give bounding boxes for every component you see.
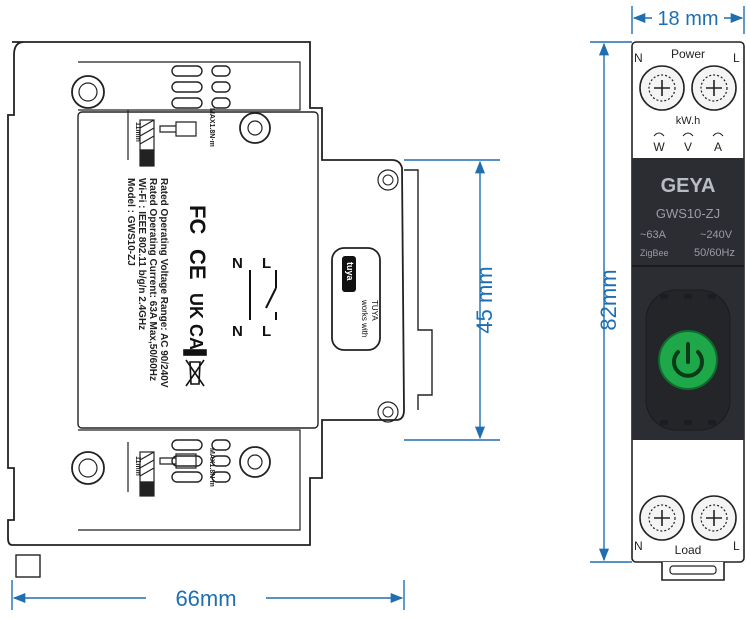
power-label: Power	[671, 47, 705, 61]
torque-bottom: MAX1.8N·m	[208, 448, 215, 487]
front-dots	[660, 294, 716, 425]
cert-ce: CE	[185, 249, 210, 280]
strip-length-bottom: 11mm	[134, 456, 141, 476]
label-wifi: Wi-Fi : IEEE 802.11 b/g/n 2.4GHz	[136, 178, 147, 330]
load-label: Load	[675, 543, 702, 557]
terminal-bottom-l	[691, 495, 737, 541]
kwh-label: kW.h	[676, 115, 700, 127]
label-current: Rated Operating Current: 63A Max,50/60Hz	[147, 178, 158, 381]
width-dimension: 66mm	[175, 586, 236, 611]
wiring-n-top: N	[232, 255, 243, 272]
terminal-l-top-label: L	[733, 51, 740, 65]
power-icon	[672, 342, 704, 378]
indicator-v: V	[684, 140, 692, 154]
front-din-clip	[661, 562, 725, 581]
brand-logo: GEYA	[661, 175, 716, 197]
wire-illustration-top	[127, 110, 197, 167]
side-din-foot	[15, 554, 41, 578]
terminal-bottom-n	[639, 495, 685, 541]
current-label: ~63A	[640, 229, 667, 241]
strip-length-top: 11mm	[134, 122, 141, 142]
wiring-diagram	[249, 270, 277, 320]
side-housing-outline	[7, 41, 405, 546]
wiring-l-top: L	[262, 255, 271, 272]
terminal-n-bottom-label: N	[634, 539, 643, 553]
label-voltage: Rated Operating Voltage Range: AC 90/240…	[158, 178, 169, 388]
cert-ukca: UK CA	[186, 293, 206, 350]
weee-bin-icon	[183, 349, 207, 387]
wiring-n-bottom: N	[232, 323, 243, 340]
wiring-l-bottom: L	[262, 323, 271, 340]
bottom-mount-hole	[71, 451, 105, 485]
label-model: Model : GWS10-ZJ	[125, 178, 136, 266]
tuya-badge: tuya works with TUYA	[331, 247, 381, 351]
voltage-label: ~240V	[700, 229, 733, 241]
torque-top: MAX1.8N·m	[208, 108, 215, 147]
terminal-top-n	[639, 65, 685, 111]
terminal-top-l	[691, 65, 737, 111]
indicator-a: A	[714, 140, 722, 154]
top-screw-hole	[239, 112, 271, 144]
side-view	[7, 41, 433, 578]
front-view: Power Load N L N L kW.h W V A GEYA GWS10…	[631, 41, 745, 581]
module-dimension: 18 mm	[657, 8, 718, 30]
cert-fc: FC	[185, 205, 210, 234]
side-inner-frame	[78, 61, 301, 531]
label-plate	[77, 111, 319, 429]
model-label: GWS10-ZJ	[656, 206, 720, 221]
bottom-screw-hole	[239, 446, 271, 478]
depth-dimension: 45 mm	[472, 266, 497, 333]
indicator-w: W	[653, 140, 665, 154]
height-dimension: 82mm	[596, 269, 621, 330]
tuya-logo: tuya	[345, 262, 355, 282]
tuya-text-1: works with	[360, 299, 369, 337]
protocol-label: ZigBee	[640, 248, 669, 258]
indicator-row	[653, 132, 724, 137]
side-vents	[171, 65, 231, 483]
top-mount-hole	[71, 75, 105, 109]
wire-illustration-bottom	[127, 442, 197, 497]
terminal-n-top-label: N	[634, 51, 643, 65]
terminal-l-bottom-label: L	[733, 539, 740, 553]
tuya-text-2: TUYA	[370, 300, 379, 321]
frequency-label: 50/60Hz	[694, 247, 735, 259]
side-din-clip	[404, 169, 433, 410]
